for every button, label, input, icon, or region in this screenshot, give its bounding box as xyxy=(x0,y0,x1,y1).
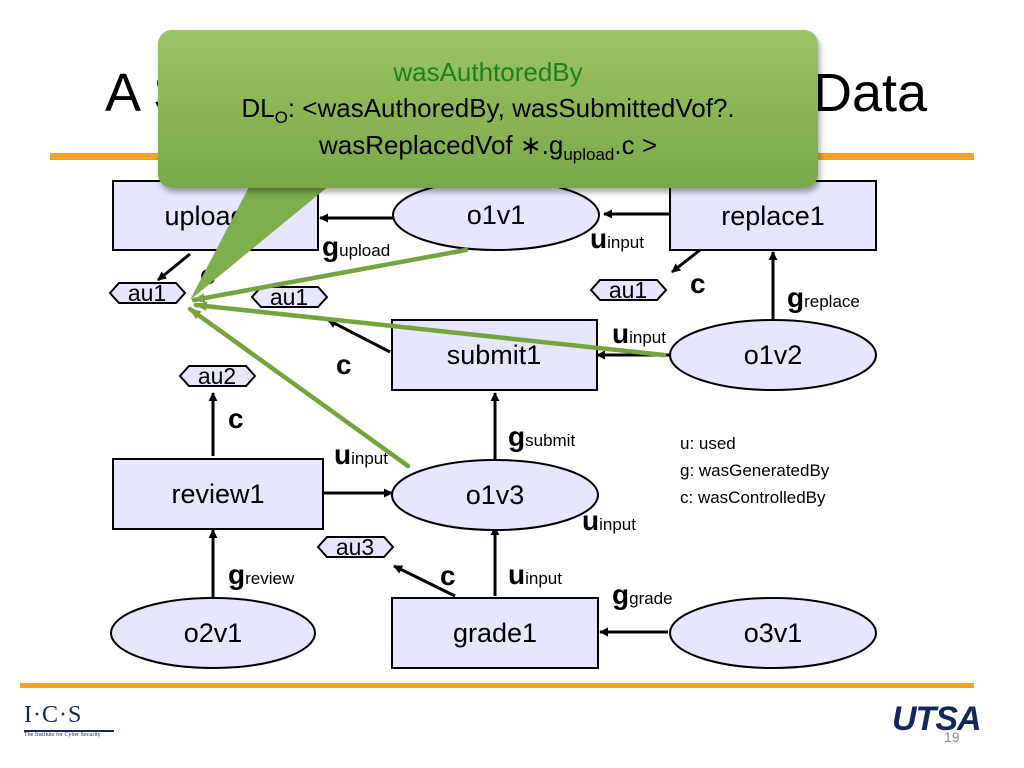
label-o2v1: o2v1 xyxy=(184,618,243,648)
edge-label-c-submit1: c xyxy=(336,349,352,380)
artifact-nodes xyxy=(110,179,877,669)
artifact-o1v2 xyxy=(669,319,877,391)
node-labels: upload replace1 submit1 review1 grade1 o… xyxy=(164,200,824,648)
label-o1v2: o1v2 xyxy=(744,340,803,370)
callout-pointer xyxy=(190,185,330,300)
bottom-rule xyxy=(20,683,974,688)
label-review1: review1 xyxy=(171,479,264,509)
edge-submit1-au1 xyxy=(327,318,391,354)
edge-label-g-replace: greplace xyxy=(787,282,860,313)
edge-label-u-review1: uinput xyxy=(334,439,388,470)
process-review1 xyxy=(112,458,324,530)
highlight-o1v2-au1 xyxy=(193,301,667,358)
highlight-o1v1-au1 xyxy=(191,247,469,303)
highlight-o1v3-au1 xyxy=(187,306,411,469)
legend: u: used g: wasGeneratedBy c: wasControll… xyxy=(680,434,830,507)
artifact-o3v1 xyxy=(669,597,877,669)
label-replace1: replace1 xyxy=(721,201,825,231)
label-au1-b: au1 xyxy=(270,284,308,310)
edge-label-g-upload: gupload xyxy=(322,231,390,262)
highlight-arrows xyxy=(187,247,667,469)
ics-logo-subtitle: The Institute for Cyber Security xyxy=(24,732,101,738)
agent-labels: au1 au1 au1 au2 au3 xyxy=(128,277,647,560)
callout-title: wasAuthtoredBy xyxy=(393,57,583,87)
query-callout: wasAuthtoredBy DLO: <wasAuthoredBy, wasS… xyxy=(158,30,818,188)
agent-nodes xyxy=(108,279,668,558)
edge-label-c-grade1: c xyxy=(440,560,456,591)
process-grade1 xyxy=(391,597,599,669)
artifact-o1v3 xyxy=(391,459,599,531)
legend-generated: g: wasGeneratedBy xyxy=(680,461,830,480)
agent-au2 xyxy=(178,365,257,387)
ics-logo-rule xyxy=(24,730,114,732)
label-submit1: submit1 xyxy=(447,340,542,370)
edge-label-u-grade1: uinput xyxy=(508,559,562,590)
legend-controlled: c: wasControlledBy xyxy=(680,488,826,507)
label-grade1: grade1 xyxy=(453,618,537,648)
agent-au1-c xyxy=(589,279,668,301)
label-o1v3: o1v3 xyxy=(466,480,525,510)
ics-logo: I·C·S The Institute for Cyber Security xyxy=(24,702,114,738)
label-o1v1: o1v1 xyxy=(467,200,526,230)
callout-line-2: wasReplacedVof ∗.gupload.c > xyxy=(318,130,658,165)
edge-replace1-au1 xyxy=(671,248,701,274)
edge-grade1-au3 xyxy=(393,564,456,598)
edge-label-u-o1v1: uinput xyxy=(590,223,644,254)
utsa-logo: UTSA xyxy=(892,700,982,738)
edge-upload-au1 xyxy=(157,252,191,282)
edge-label-c-replace1: c xyxy=(690,268,706,299)
callout-line-1: DLO: <wasAuthoredBy, wasSubmittedVof?. xyxy=(241,93,735,128)
edge-label-u-grade-o1v3: uinput xyxy=(582,505,636,536)
edge-label-g-grade: ggrade xyxy=(612,579,673,610)
edge-label-c-review1: c xyxy=(228,403,244,434)
legend-used: u: used xyxy=(680,434,736,453)
edges xyxy=(157,209,778,637)
agent-au3 xyxy=(316,536,395,558)
label-o3v1: o3v1 xyxy=(744,618,803,648)
label-au1-a: au1 xyxy=(128,280,166,306)
edge-label-g-submit: gsubmit xyxy=(508,421,575,452)
ics-logo-text: I·C·S xyxy=(24,702,83,728)
page-number: 19 xyxy=(944,729,960,745)
label-au3: au3 xyxy=(336,534,374,560)
slide-title-right: Data xyxy=(813,63,928,123)
agent-au1-a xyxy=(108,282,187,304)
edge-label-g-review: greview xyxy=(228,559,295,590)
label-au2: au2 xyxy=(198,363,236,389)
label-au1-c: au1 xyxy=(609,277,647,303)
edge-label-u-submit: uinput xyxy=(612,318,666,349)
artifact-o2v1 xyxy=(110,597,316,669)
